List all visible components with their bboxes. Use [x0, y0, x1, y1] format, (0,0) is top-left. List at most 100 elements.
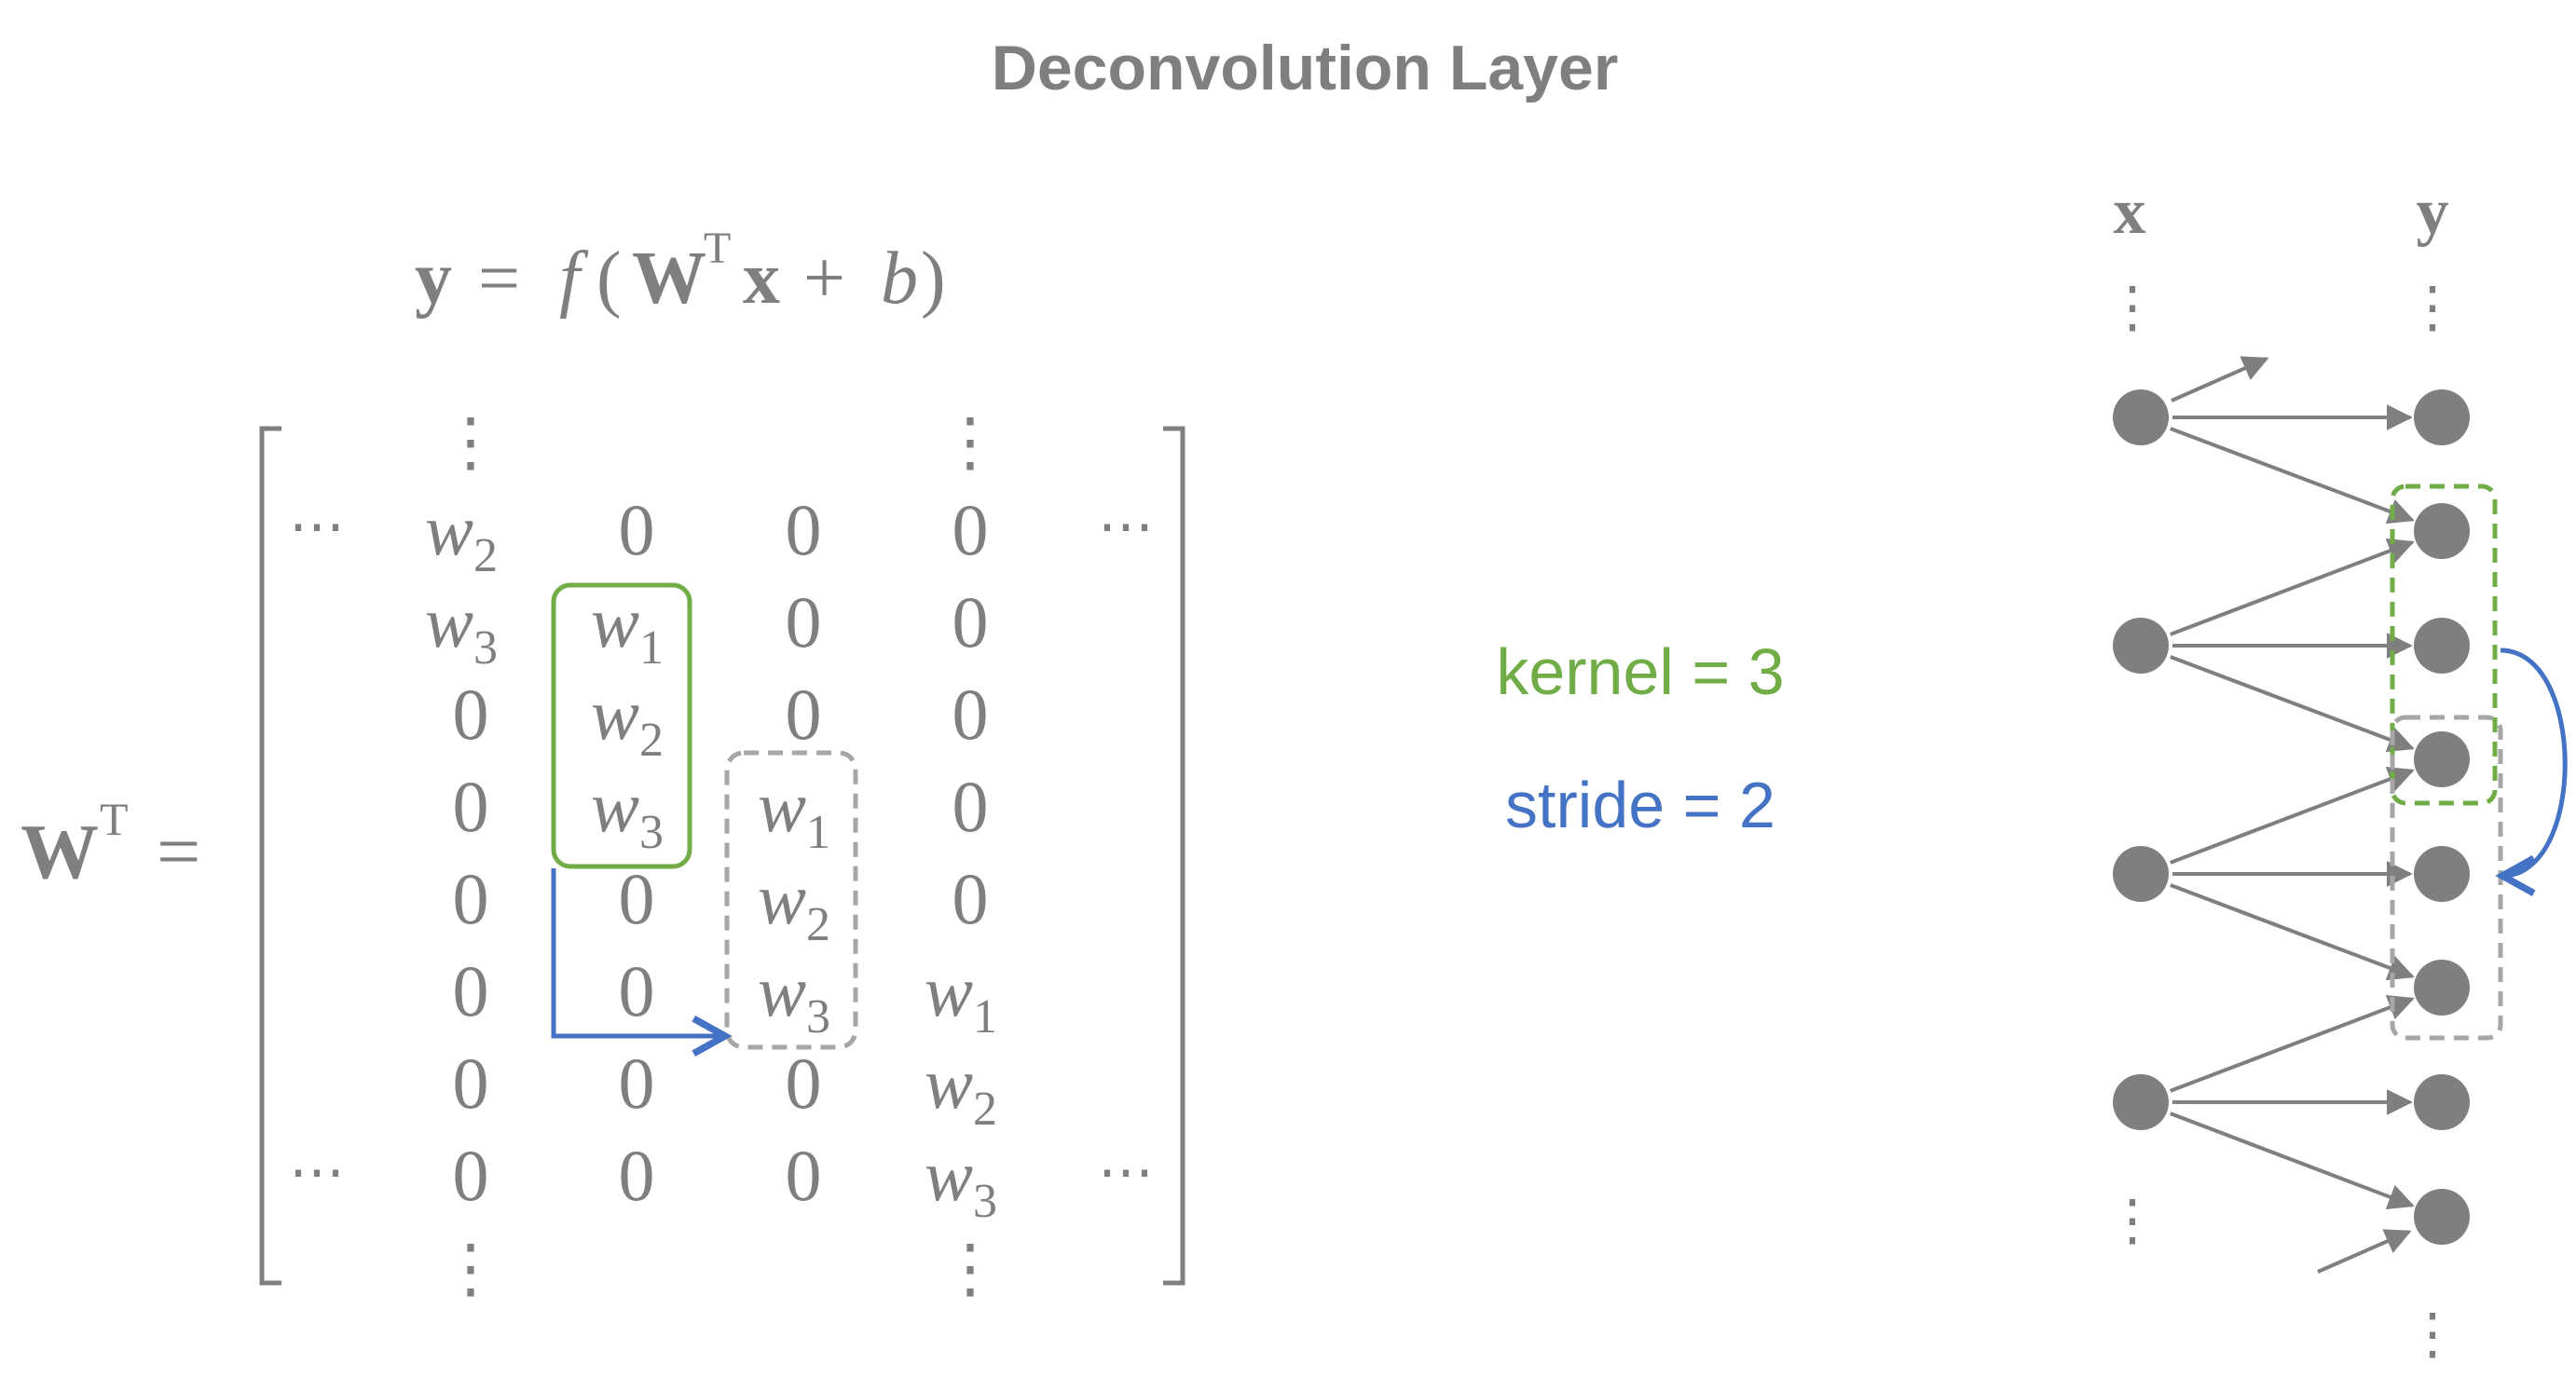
matrix-cell: 0 [952, 489, 989, 570]
matrix-cell: w3 [925, 1135, 997, 1228]
equation-w: W [632, 238, 706, 320]
equation-equals: = [478, 238, 520, 320]
matrix-bottom-vdots: ⋮ [438, 1234, 503, 1305]
output-node [2414, 731, 2470, 787]
edge-up [2170, 994, 2415, 1093]
matrix-cell: w3 [425, 581, 498, 675]
matrix-cell: 0 [952, 858, 989, 939]
matrix-hdots: ⋯ [289, 1141, 345, 1203]
output-kernel-window [2390, 484, 2498, 806]
matrix-cell-subscript: 3 [473, 621, 498, 675]
matrix-cell-subscript: 2 [473, 529, 498, 582]
edge-down [2170, 1111, 2415, 1210]
matrix-cell: 0 [786, 1135, 822, 1216]
matrix-cell: 0 [952, 581, 989, 662]
matrix-hdots: ⋯ [289, 496, 345, 557]
matrix-cell: 0 [453, 766, 489, 847]
output-node [2414, 846, 2470, 902]
nodes [2113, 389, 2470, 1245]
equation-b: b [881, 238, 918, 320]
stride-shift-arrow [551, 868, 725, 1036]
matrix-cell-subscript: 1 [806, 806, 830, 859]
matrix-cell: 0 [453, 1135, 489, 1216]
kernel-window-box [551, 582, 692, 869]
matrix-cell: 0 [453, 1043, 489, 1124]
output-y-label: y [2417, 176, 2449, 248]
layer-equation: y = f ( W T x + b ) [415, 224, 946, 320]
matrix-cell-subscript: 1 [973, 990, 997, 1043]
matrix-label: W T = [21, 793, 200, 895]
right-bracket [1163, 426, 1185, 1286]
ellipses: ⋮⋮⋮⋮ [2104, 277, 2460, 1365]
matrix-cell: 0 [619, 858, 655, 939]
matrix-cell: 0 [619, 1135, 655, 1216]
edge-down [2170, 655, 2415, 753]
matrix-cell: w2 [591, 674, 664, 767]
matrix-cell-subscript: 3 [973, 1175, 997, 1228]
diagram-title: Deconvolution Layer [992, 33, 1619, 103]
matrix-cell: w2 [925, 1043, 997, 1136]
matrix-top-vdots: ⋮ [938, 407, 1003, 479]
input-bottom-vdots: ⋮ [2104, 1190, 2160, 1251]
input-node [2113, 389, 2169, 445]
matrix-top-vdots: ⋮ [438, 407, 503, 479]
matrix-cell: 0 [952, 766, 989, 847]
equation-x: x [743, 238, 780, 320]
matrix-cell-subscript: 2 [639, 714, 664, 767]
edge-down [2170, 883, 2415, 981]
kernel-size-label: kernel = 3 [1496, 635, 1784, 708]
matrix-cell: 0 [952, 674, 989, 755]
matrix-cell: w2 [425, 489, 498, 582]
matrix-cell: w1 [591, 581, 664, 675]
matrix-cell: 0 [619, 489, 655, 570]
matrix-label-w: W [21, 809, 99, 895]
matrix-cell: w3 [758, 950, 830, 1043]
output-node [2414, 1074, 2470, 1130]
equation-f: f [559, 238, 589, 320]
output-node [2414, 618, 2470, 674]
edge-partial-top [2171, 356, 2269, 402]
matrix-cell: 0 [786, 581, 822, 662]
input-top-vdots: ⋮ [2104, 277, 2160, 338]
matrix-cell: 0 [453, 950, 489, 1031]
matrix-hdots: ⋯ [1098, 496, 1154, 557]
matrix-cell-subscript: 2 [973, 1083, 997, 1136]
matrix-cell: 0 [453, 858, 489, 939]
input-node [2113, 1074, 2169, 1130]
matrix-label-transpose: T [100, 793, 129, 845]
matrix-cell: w1 [925, 950, 997, 1043]
output-top-vdots: ⋮ [2405, 277, 2460, 338]
edge-down [2170, 427, 2415, 525]
connection-edges [2170, 356, 2415, 1274]
matrix-cell: 0 [619, 950, 655, 1031]
matrix-cell: 0 [786, 674, 822, 755]
output-node [2414, 503, 2470, 559]
matrix-cell: w2 [758, 858, 830, 951]
matrix-cell-subscript: 1 [639, 621, 664, 675]
matrix-bottom-vdots: ⋮ [938, 1234, 1003, 1305]
equation-open-paren: ( [596, 238, 622, 320]
matrix-cell: 0 [786, 1043, 822, 1124]
shifted-kernel-window-box [724, 750, 858, 1050]
left-bracket [259, 426, 281, 1286]
matrix-cell: w3 [591, 766, 664, 859]
equation-y: y [415, 238, 452, 320]
matrix-cell-subscript: 2 [806, 898, 830, 951]
input-node [2113, 618, 2169, 674]
network-diagram: x y ⋮⋮⋮⋮ [2104, 176, 2568, 1365]
output-node [2414, 1189, 2470, 1245]
matrix-label-equals: = [157, 809, 200, 895]
equation-plus: + [803, 238, 845, 320]
equation-transpose: T [704, 224, 731, 273]
edge-partial-bottom [2317, 1229, 2412, 1274]
equation-close-paren: ) [921, 238, 946, 320]
matrix-cell: 0 [619, 1043, 655, 1124]
output-node [2414, 960, 2470, 1016]
input-node [2113, 846, 2169, 902]
matrix-cell: 0 [786, 489, 822, 570]
matrix-cell: w1 [758, 766, 830, 859]
matrix-cell-subscript: 3 [639, 806, 664, 859]
matrix-cell-subscript: 3 [806, 990, 830, 1043]
matrix-hdots: ⋯ [1098, 1141, 1154, 1203]
